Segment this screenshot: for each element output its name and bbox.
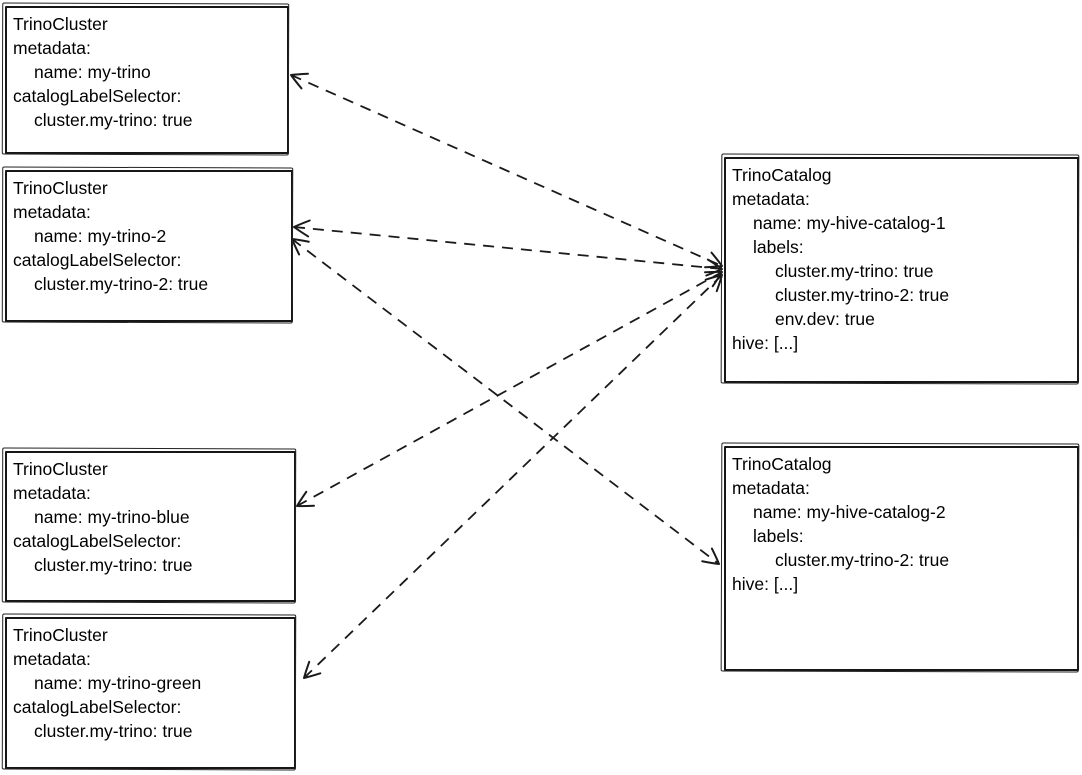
yaml-line: cluster.my-trino: true (34, 555, 193, 575)
yaml-line: TrinoCatalog (732, 454, 832, 474)
node-trinocluster-my-trino: TrinoCluster metadata: name: my-trino ca… (5, 6, 289, 154)
yaml-line: name: my-trino-2 (34, 226, 167, 246)
yaml-line: cluster.my-trino-2: true (34, 274, 209, 294)
yaml-line: cluster.my-trino: true (34, 721, 193, 741)
yaml-line: labels: (753, 526, 804, 546)
yaml-line: cluster.my-trino-2: true (775, 285, 950, 305)
edge-catalog1-to-cluster-my-trino-2 (293, 219, 723, 277)
edge-catalog1-to-cluster-my-trino-blue (296, 270, 723, 508)
yaml-line: cluster.my-trino: true (34, 110, 193, 130)
yaml-line: hive: [...] (732, 333, 799, 353)
yaml-line: metadata: (732, 478, 810, 498)
node-trinocatalog-my-hive-catalog-2: TrinoCatalog metadata: name: my-hive-cat… (724, 446, 1079, 671)
yaml-line: name: my-trino (34, 62, 151, 82)
yaml-line: cluster.my-trino-2: true (775, 550, 950, 570)
yaml-line: hive: [...] (732, 574, 799, 594)
yaml-line: catalogLabelSelector: (13, 250, 182, 270)
yaml-line: TrinoCluster (13, 459, 108, 479)
yaml-line: TrinoCluster (13, 14, 108, 34)
yaml-line: catalogLabelSelector: (13, 531, 182, 551)
yaml-line: cluster.my-trino: true (775, 261, 934, 281)
yaml-line: name: my-trino-blue (34, 507, 190, 527)
yaml-line: metadata: (13, 483, 91, 503)
yaml-line: TrinoCluster (13, 625, 108, 645)
yaml-line: metadata: (13, 38, 91, 58)
yaml-line: name: my-hive-catalog-2 (753, 502, 946, 522)
yaml-line: name: my-hive-catalog-1 (753, 213, 946, 233)
edge-catalog1-to-cluster-my-trino (290, 72, 723, 269)
yaml-line: metadata: (13, 649, 91, 669)
yaml-line: labels: (753, 237, 804, 257)
yaml-line: TrinoCatalog (732, 165, 832, 185)
yaml-line: env.dev: true (775, 309, 875, 329)
yaml-line: name: my-trino-green (34, 673, 202, 693)
yaml-line: metadata: (732, 189, 810, 209)
node-trinocluster-my-trino-blue: TrinoCluster metadata: name: my-trino-bl… (5, 451, 296, 602)
node-trinocluster-my-trino-2: TrinoCluster metadata: name: my-trino-2 … (5, 170, 293, 322)
edge-catalog1-to-cluster-my-trino-green (303, 274, 723, 679)
yaml-line: catalogLabelSelector: (13, 86, 182, 106)
yaml-line: TrinoCluster (13, 178, 108, 198)
node-trinocatalog-my-hive-catalog-1: TrinoCatalog metadata: name: my-hive-cat… (724, 157, 1079, 383)
node-trinocluster-my-trino-green: TrinoCluster metadata: name: my-trino-gr… (5, 617, 296, 769)
yaml-line: metadata: (13, 202, 91, 222)
edge-catalog2-to-cluster-my-trino-2 (291, 238, 720, 565)
yaml-line: catalogLabelSelector: (13, 697, 182, 717)
